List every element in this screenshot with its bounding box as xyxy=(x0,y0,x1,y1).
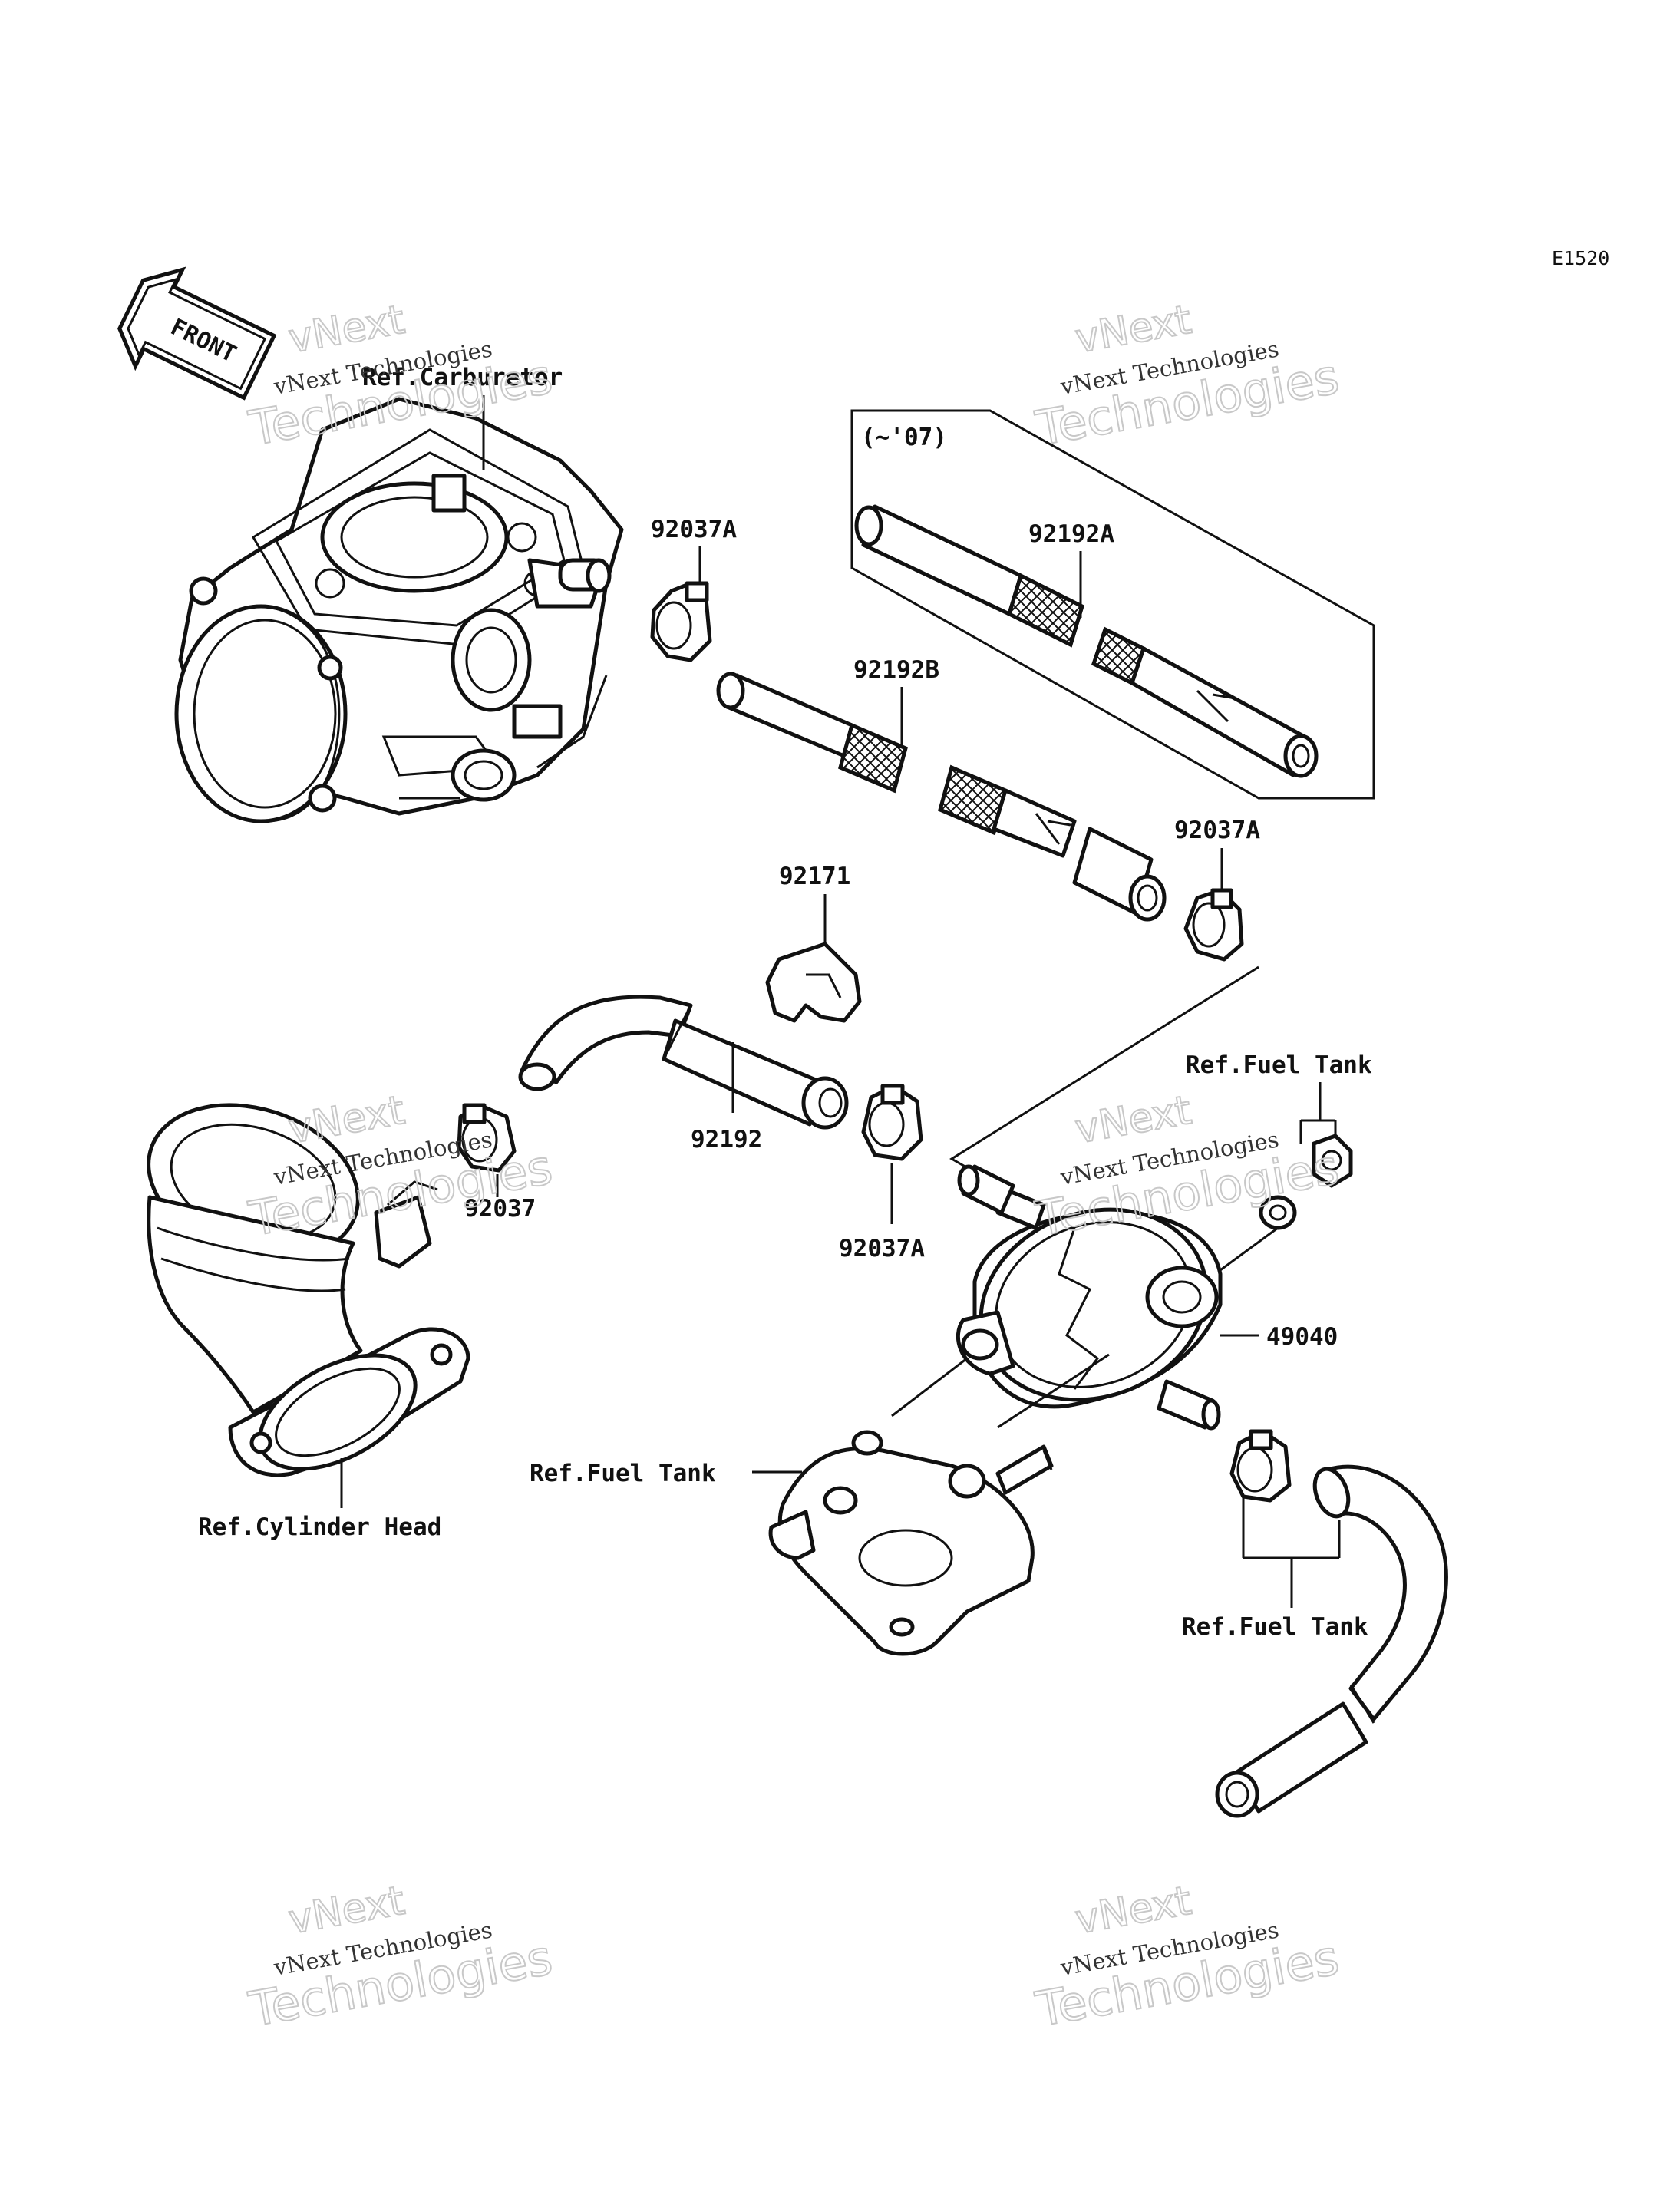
front-arrow-icon: FRONT xyxy=(117,266,277,401)
label-49040: 49040 xyxy=(1266,1323,1338,1351)
hose-92192A xyxy=(854,504,1319,778)
label-ref-cylinder-head: Ref.Cylinder Head xyxy=(198,1513,441,1541)
label-ref-fuel-tank-bottom: Ref.Fuel Tank xyxy=(1182,1613,1368,1641)
label-variant-note: (~'07) xyxy=(861,424,947,451)
clamp-92037A-mid xyxy=(861,1084,923,1161)
diagram-code: E1520 xyxy=(1552,247,1609,269)
watermark-top-left: vNext vNext Technologies Technologies xyxy=(244,296,557,457)
nut-drawing xyxy=(1312,1134,1353,1188)
leader-bracket-to-valve xyxy=(891,1357,968,1417)
intake-pipe-drawing xyxy=(147,1103,470,1477)
bracket-drawing xyxy=(768,1430,1054,1656)
label-92037A-top: 92037A xyxy=(651,516,737,543)
watermark-top-right: vNext vNext Technologies Technologies xyxy=(1031,296,1344,457)
clamp-92037 xyxy=(457,1103,517,1173)
leader-washer xyxy=(1220,1226,1279,1272)
label-92037: 92037 xyxy=(464,1195,536,1223)
fuel-valve-49040 xyxy=(956,1164,1223,1431)
label-ref-fuel-tank-left: Ref.Fuel Tank xyxy=(530,1460,716,1487)
clamp-bottom xyxy=(1229,1429,1292,1503)
variant-box xyxy=(850,409,1375,800)
clip-92171 xyxy=(765,942,862,1023)
hose-92192 xyxy=(518,995,849,1130)
watermark-bottom-right: vNext vNext Technologies Technologies xyxy=(1031,1877,1344,2038)
label-92192A: 92192A xyxy=(1028,520,1114,548)
watermark-bottom-left: vNext vNext Technologies Technologies xyxy=(244,1877,557,2038)
label-92192: 92192 xyxy=(691,1126,762,1153)
carburetor-drawing xyxy=(174,397,624,823)
label-ref-fuel-tank-top: Ref.Fuel Tank xyxy=(1186,1051,1372,1079)
hose-92192B xyxy=(716,672,1167,922)
label-92037A-right: 92037A xyxy=(1174,817,1260,844)
clamp-92037A-top xyxy=(650,581,712,662)
label-92192B: 92192B xyxy=(853,656,939,684)
label-92171: 92171 xyxy=(779,863,850,890)
clamp-92037A-right xyxy=(1183,888,1244,962)
fuel-hose-bottom xyxy=(1215,1464,1448,1818)
leader-bracket-to-valve-2 xyxy=(997,1353,1110,1429)
label-92037A-mid: 92037A xyxy=(839,1235,925,1262)
label-ref-carburetor: Ref.Carburetor xyxy=(362,364,563,391)
